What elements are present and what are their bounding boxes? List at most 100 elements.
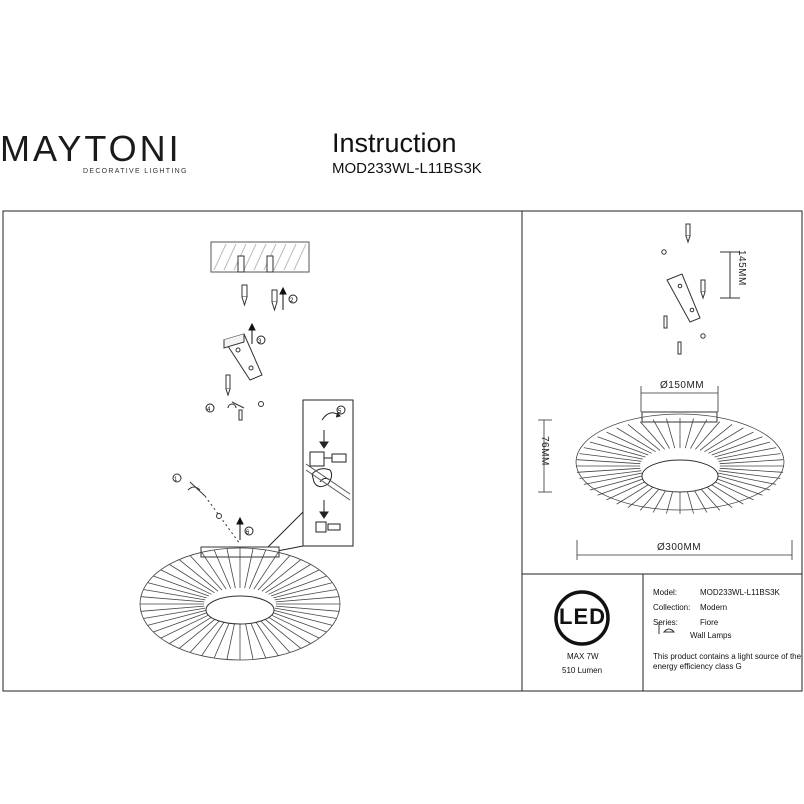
petal-line xyxy=(147,582,207,599)
led-badge-icon xyxy=(554,590,610,646)
petal-line xyxy=(716,447,777,460)
energy-note-line-2: energy efficiency class G xyxy=(653,662,742,671)
petal-line xyxy=(261,616,302,649)
petal-line xyxy=(265,564,311,594)
dimension-diameter-small: Ø150MM xyxy=(660,380,705,391)
screw-icon xyxy=(241,284,278,312)
petal-line xyxy=(606,431,652,454)
screwdriver-icon xyxy=(225,374,245,421)
petal-line xyxy=(274,589,337,601)
petal-line xyxy=(666,418,676,449)
svg-text:4: 4 xyxy=(207,407,211,413)
arrow-up-icon xyxy=(248,322,256,344)
petal-line xyxy=(248,549,267,589)
petal-line xyxy=(711,436,763,456)
petal-line xyxy=(271,611,327,633)
collection-value: Modern xyxy=(700,603,728,612)
petal-line xyxy=(274,607,337,619)
petal-line xyxy=(268,569,320,595)
petal-line xyxy=(213,619,232,659)
mounting-bracket xyxy=(223,333,263,381)
page-title: Instruction xyxy=(332,128,457,158)
petal-line xyxy=(273,609,333,626)
petal-line xyxy=(719,467,784,473)
series-value: Fiore xyxy=(700,618,719,627)
petal-line xyxy=(639,421,665,450)
petal-line xyxy=(271,575,327,597)
petal-line xyxy=(257,555,291,591)
lamp-type: Wall Lamps xyxy=(690,631,732,640)
petal-line xyxy=(708,431,754,454)
petal-line xyxy=(576,459,641,465)
petal-line xyxy=(714,441,771,458)
petal-line xyxy=(201,618,227,656)
petal-line xyxy=(140,596,205,603)
petal-line xyxy=(226,548,236,589)
energy-note-line-1: This product contains a light source of … xyxy=(653,652,802,661)
petal-line xyxy=(719,459,784,465)
petal-line xyxy=(189,617,223,653)
svg-text:5: 5 xyxy=(338,409,342,415)
petal-line xyxy=(153,575,209,597)
dimension-bracket: 145MM xyxy=(736,250,747,286)
dimension-lines xyxy=(538,386,793,560)
petal-line xyxy=(169,564,215,594)
petal-line xyxy=(147,609,207,626)
petal-line xyxy=(652,419,670,449)
petal-line xyxy=(716,472,777,485)
petal-line xyxy=(261,559,302,592)
petal-line xyxy=(718,453,781,462)
lumen-output: 510 Lumen xyxy=(562,666,603,675)
petal-line xyxy=(695,421,721,450)
petal-line xyxy=(275,596,340,603)
petal-line xyxy=(160,613,212,639)
petal-line xyxy=(153,611,209,633)
petal-line xyxy=(189,555,223,591)
petal-line xyxy=(244,548,254,589)
svg-text:3: 3 xyxy=(258,339,262,345)
petal-line xyxy=(257,617,291,653)
petal-line xyxy=(268,613,320,639)
petal-line xyxy=(143,589,206,601)
petal-line xyxy=(275,605,340,612)
petal-line xyxy=(579,453,642,462)
petal-line xyxy=(178,616,219,649)
petal-line xyxy=(597,436,649,456)
detail-callout: 5 xyxy=(259,399,354,556)
dimension-diameter-large: Ø300MM xyxy=(657,542,702,553)
svg-text:1: 1 xyxy=(174,477,178,483)
petal-line xyxy=(244,619,254,660)
step-4-marker xyxy=(205,403,215,413)
petal-line xyxy=(708,478,754,501)
petal-line xyxy=(627,424,661,451)
petal-line xyxy=(589,474,646,491)
petal-line xyxy=(273,582,333,599)
petal-line xyxy=(143,607,206,619)
series-label: Series: xyxy=(653,618,678,627)
brand-logo: MAYTONI xyxy=(0,128,182,169)
wall-lamp-icon xyxy=(658,622,676,634)
led-badge-text: LED xyxy=(559,604,606,629)
petal-line xyxy=(589,441,646,458)
step-6-marker xyxy=(244,526,254,536)
wall-block xyxy=(210,241,310,273)
petal-line xyxy=(213,549,232,589)
petal-line xyxy=(718,470,781,479)
model-label: Model: xyxy=(653,588,678,597)
petal-line xyxy=(699,424,733,451)
step-3-marker xyxy=(256,335,266,345)
lamp-illustration-large xyxy=(139,546,341,661)
max-power: MAX 7W xyxy=(567,652,599,661)
petal-line xyxy=(253,618,279,656)
petal-line xyxy=(178,559,219,592)
drill-icon: 1 xyxy=(172,473,241,545)
lamp-illustration-dimensions xyxy=(575,411,785,514)
collection-label: Collection: xyxy=(653,603,691,612)
svg-text:2: 2 xyxy=(290,298,294,304)
petal-line xyxy=(201,552,227,590)
petal-line xyxy=(711,476,763,496)
petal-line xyxy=(714,474,771,491)
petal-line xyxy=(606,478,652,501)
petal-line xyxy=(690,419,708,449)
